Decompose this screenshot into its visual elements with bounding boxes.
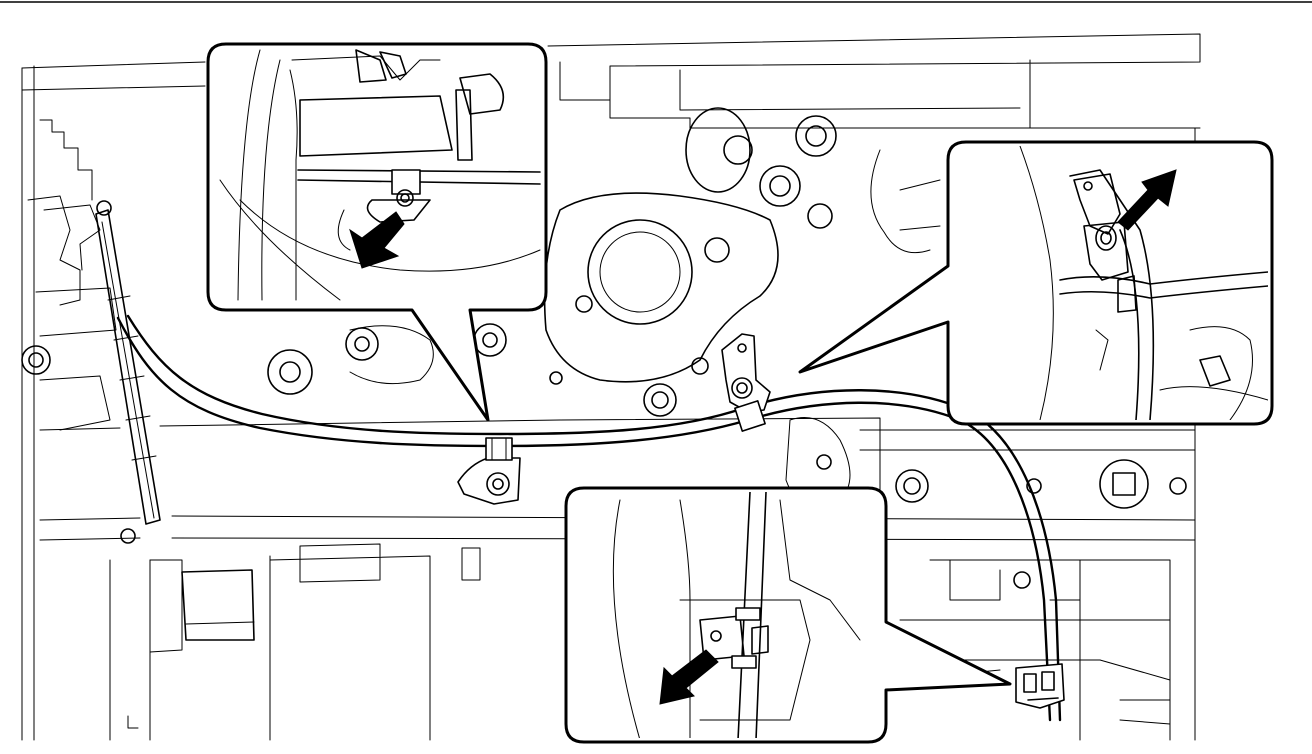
callout-detail-bottom bbox=[564, 486, 1012, 744]
cable-bracket-center bbox=[457, 437, 521, 505]
arrow-pointer-top-left bbox=[349, 211, 405, 269]
cable-bracket-upper bbox=[721, 333, 771, 432]
cable-end-bracket bbox=[1015, 663, 1065, 709]
arrow-pointer-bottom bbox=[659, 649, 719, 705]
brake-cable bbox=[116, 314, 1062, 722]
body-structure bbox=[21, 33, 1201, 741]
callout-detail-top-left bbox=[206, 42, 548, 422]
callout-detail-top-right bbox=[798, 140, 1274, 426]
arrow-pointer-top-right bbox=[1117, 169, 1177, 231]
